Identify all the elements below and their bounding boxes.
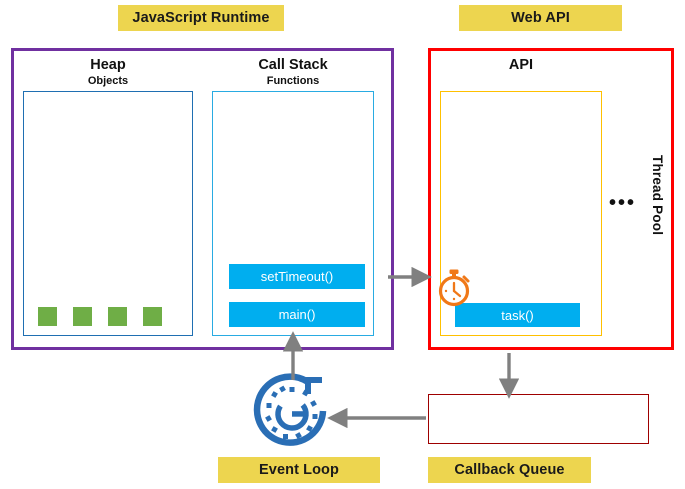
callback-queue-container bbox=[428, 394, 649, 444]
tag-web-api: Web API bbox=[459, 5, 622, 31]
api-title-text: API bbox=[508, 57, 534, 73]
stopwatch-icon bbox=[434, 266, 474, 308]
call-stack-title-text: Call Stack bbox=[258, 57, 328, 73]
thread-pool-label: Thread Pool bbox=[650, 155, 665, 236]
heap-object bbox=[143, 307, 162, 326]
heap-subtitle: Objects bbox=[87, 74, 129, 87]
call-stack-subtitle: Functions bbox=[266, 74, 320, 87]
api-title: API bbox=[440, 57, 602, 74]
heap-object bbox=[38, 307, 57, 326]
heap-object bbox=[73, 307, 92, 326]
thread-pool-ellipsis: ••• bbox=[609, 192, 637, 214]
heap-object bbox=[108, 307, 127, 326]
tag-javascript-runtime: JavaScript Runtime bbox=[118, 5, 284, 31]
heap-pane bbox=[23, 91, 193, 336]
event-loop-icon bbox=[253, 372, 331, 450]
call-stack-title: Call Stack Functions bbox=[212, 57, 374, 87]
call-stack-pane bbox=[212, 91, 374, 336]
stack-frame-main[interactable]: main() bbox=[229, 302, 365, 327]
tag-event-loop: Event Loop bbox=[218, 457, 380, 483]
heap-title: Heap Objects bbox=[23, 57, 193, 87]
stack-frame-settimeout[interactable]: setTimeout() bbox=[229, 264, 365, 289]
tag-callback-queue: Callback Queue bbox=[428, 457, 591, 483]
heap-title-text: Heap bbox=[90, 57, 126, 73]
api-task-frame[interactable]: task() bbox=[455, 303, 580, 327]
